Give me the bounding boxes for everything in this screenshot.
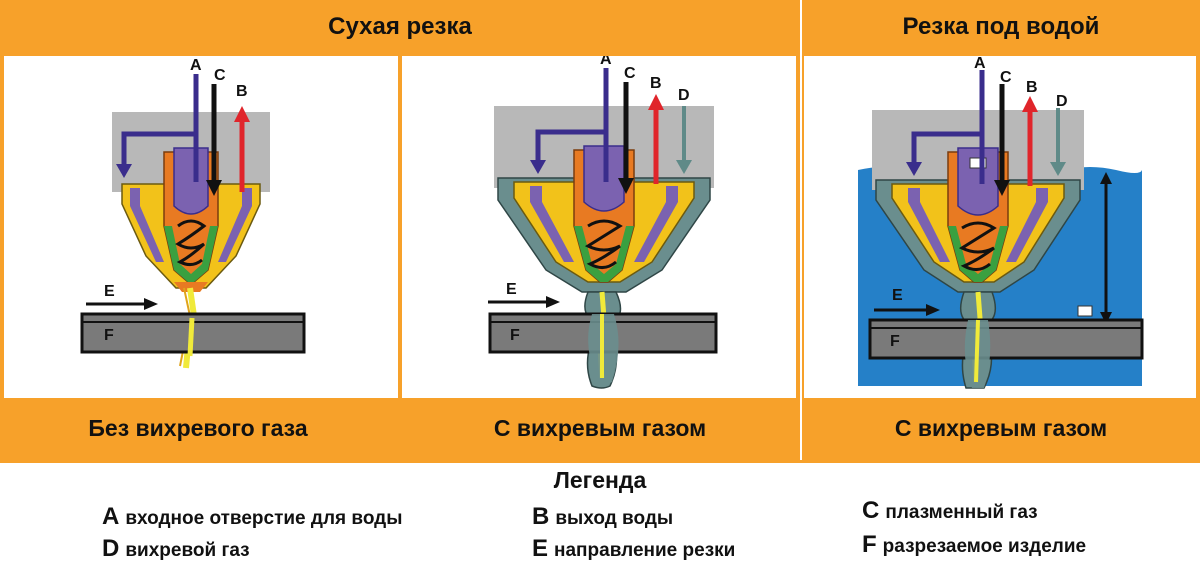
label-c: C [214, 67, 226, 84]
legend-text: плазменный газ [885, 502, 1038, 523]
torch-diagram-underwater: A C B D E F [858, 56, 1144, 389]
label-e: E [104, 283, 115, 300]
water-channel-right [1006, 188, 1048, 262]
panel-dry-swirl: A C B D E F [402, 56, 796, 398]
label-f: F [104, 327, 114, 344]
inlet-arrow [911, 131, 982, 166]
water-channel-left [908, 188, 950, 262]
swirl-gas-arrow-head [1050, 162, 1066, 176]
water-depth-arrow-bottom [1100, 312, 1112, 324]
header-dry-cutting: Сухая резка [328, 13, 472, 40]
legend-text: выход воды [555, 508, 674, 529]
label-b: B [1026, 79, 1038, 96]
green-layer [574, 226, 634, 282]
label-b: B [650, 75, 662, 92]
swirl-gas-arrow-head [676, 160, 692, 174]
label-a: A [190, 57, 202, 74]
cut-kerf [974, 319, 980, 383]
cut-direction-arrow-head [926, 304, 940, 316]
water-depth-arrow-top [1100, 172, 1112, 184]
green-layer [164, 226, 218, 282]
label-b: B [236, 83, 248, 100]
label-c: C [624, 65, 636, 82]
label-d: D [1056, 93, 1068, 110]
inlet-arrow [535, 129, 606, 164]
cut-direction-arrow-head [144, 298, 158, 310]
legend-key: B [532, 503, 550, 530]
water-surface-marker [1077, 305, 1093, 317]
legend-text: входное отверстие для воды [125, 508, 403, 529]
label-f: F [890, 333, 900, 350]
panel-underwater-swirl: A C B D E F [804, 56, 1196, 398]
cut-direction-arrow-head [546, 296, 560, 308]
plasma-swirl [175, 219, 207, 267]
panel-dry-no-swirl: A C B E F [4, 56, 398, 398]
plasma-swirl [584, 219, 623, 269]
plasma-swirl [958, 221, 997, 271]
legend-key: E [532, 535, 549, 562]
plasma-gas-arrow-head [618, 178, 634, 194]
legend-key: A [102, 503, 120, 530]
nozzle-tip [174, 282, 208, 292]
water-channel-left [530, 186, 574, 262]
caption-no-swirl-gas: Без вихревого газа [88, 414, 308, 441]
column-separator [800, 0, 802, 460]
inlet-arrow-head [116, 164, 132, 178]
legend-text: направление резки [554, 540, 736, 561]
outlet-arrow-head [648, 94, 664, 110]
torch-diagram-no-swirl: A C B E F [80, 57, 306, 369]
outlet-arrow-head [234, 106, 250, 122]
water-channel-right [218, 188, 252, 262]
label-d: D [678, 87, 690, 104]
legend-text: вихревой газ [125, 540, 250, 561]
outlet-arrow-head [1022, 96, 1038, 112]
caption-swirl-gas: С вихревым газом [493, 414, 707, 441]
label-e: E [892, 287, 903, 304]
workpiece [868, 318, 1144, 360]
plasma-gas-arrow-head [994, 180, 1010, 196]
label-f: F [510, 327, 520, 344]
caption-swirl-gas-underwater: С вихревым газом [894, 414, 1108, 441]
legend-text: разрезаемое изделие [882, 536, 1087, 557]
green-layer [948, 226, 1008, 282]
header-underwater-cutting: Резка под водой [902, 13, 1100, 40]
electrode [173, 147, 209, 215]
label-e: E [506, 281, 517, 298]
label-a: A [600, 56, 612, 68]
inlet-arrow-head [906, 162, 922, 176]
electrode [957, 147, 999, 216]
inlet-arrow [121, 131, 199, 182]
water-channel-right [634, 186, 678, 262]
torch-diagram-swirl: A C B D E F [488, 56, 718, 389]
label-c: C [1000, 69, 1012, 86]
cut-kerf [187, 317, 195, 357]
plasma-gas-arrow-head [206, 180, 222, 196]
label-a: A [974, 56, 986, 72]
legend-key: C [862, 497, 880, 524]
legend-key: F [862, 531, 877, 558]
electrode-marker [969, 157, 987, 169]
legend-title: Легенда [553, 467, 647, 493]
water-channel-left [130, 188, 164, 262]
legend-key: D [102, 535, 120, 562]
inlet-arrow-head [530, 160, 546, 174]
